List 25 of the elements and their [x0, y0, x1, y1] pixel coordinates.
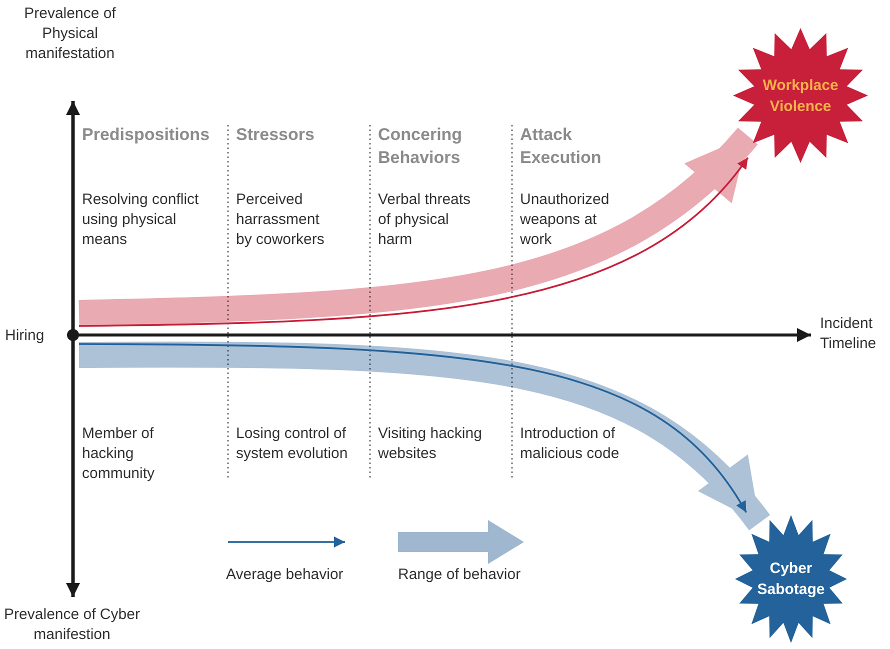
phase-heading: Attack Execution	[520, 124, 602, 169]
starburst	[735, 515, 847, 643]
phase-heading: Concering Behaviors	[378, 124, 464, 169]
legend-text: Range of behavior	[398, 565, 521, 585]
legend-text: Average behavior	[226, 565, 344, 585]
starburst	[733, 28, 868, 163]
axis-label: Hiring	[5, 326, 44, 346]
behavior-text: Resolving conflict using physical means	[82, 190, 200, 250]
average-arrow	[78, 157, 749, 327]
axis-label: Incident Timeline	[820, 314, 878, 354]
behavior-text: Visiting hacking websites	[378, 424, 483, 464]
behavior-text: Introduction of malicious code	[520, 424, 620, 464]
starburst-label: Cyber Sabotage	[756, 559, 826, 600]
behavior-text: Unauthorized weapons at work	[520, 190, 610, 250]
behavior-text: Member of hacking community	[82, 424, 156, 484]
behavior-text: Losing control of system evolution	[236, 424, 348, 464]
starburst-label: Workplace Violence	[762, 76, 840, 116]
axis-label: Prevalence of Physical manifestation	[23, 4, 117, 64]
range-arrow	[78, 127, 758, 326]
axis-label: Prevalence of Cyber manifestion	[3, 605, 141, 645]
origin-dot	[67, 329, 79, 341]
behavior-text: Perceived harrassment by coworkers	[236, 190, 326, 250]
phase-heading: Stressors	[236, 124, 316, 146]
behavior-text: Verbal threats of physical harm	[378, 190, 472, 250]
phase-heading: Predispositions	[82, 124, 211, 146]
